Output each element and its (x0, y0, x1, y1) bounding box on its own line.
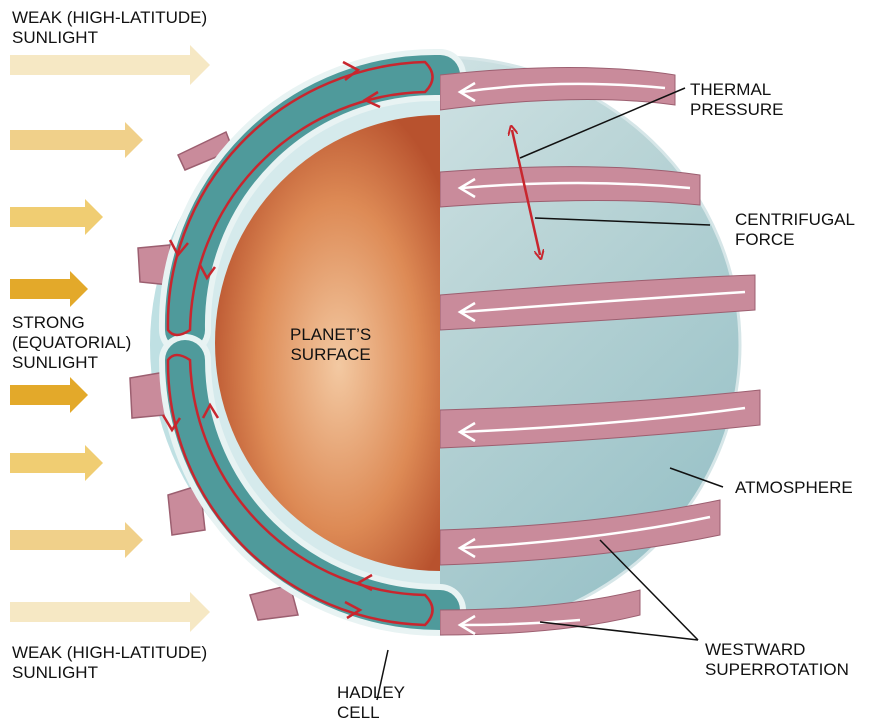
thermal-pressure-label: THERMAL PRESSURE (690, 80, 784, 120)
strong-sunlight-label: STRONG (EQUATORIAL) SUNLIGHT (12, 313, 131, 373)
hadley-cell-label: HADLEY CELL (337, 683, 405, 723)
sunlight-arrow (10, 271, 88, 307)
sunlight-arrow (10, 199, 103, 235)
weak-sunlight-bottom-label: WEAK (HIGH-LATITUDE) SUNLIGHT (12, 643, 207, 683)
weak-sunlight-top-label: WEAK (HIGH-LATITUDE) SUNLIGHT (12, 8, 207, 48)
planet-surface-label: PLANET’S SURFACE (290, 325, 371, 365)
westward-superrotation-label: WESTWARD SUPERROTATION (705, 640, 849, 680)
centrifugal-force-label: CENTRIFUGAL FORCE (735, 210, 855, 250)
sunlight-arrow (10, 45, 210, 85)
sunlight-arrow (10, 522, 143, 558)
sunlight-arrow (10, 377, 88, 413)
sunlight-arrow (10, 122, 143, 158)
atmosphere-label: ATMOSPHERE (735, 478, 853, 498)
sunlight-arrow (10, 445, 103, 481)
sunlight-arrow (10, 592, 210, 632)
